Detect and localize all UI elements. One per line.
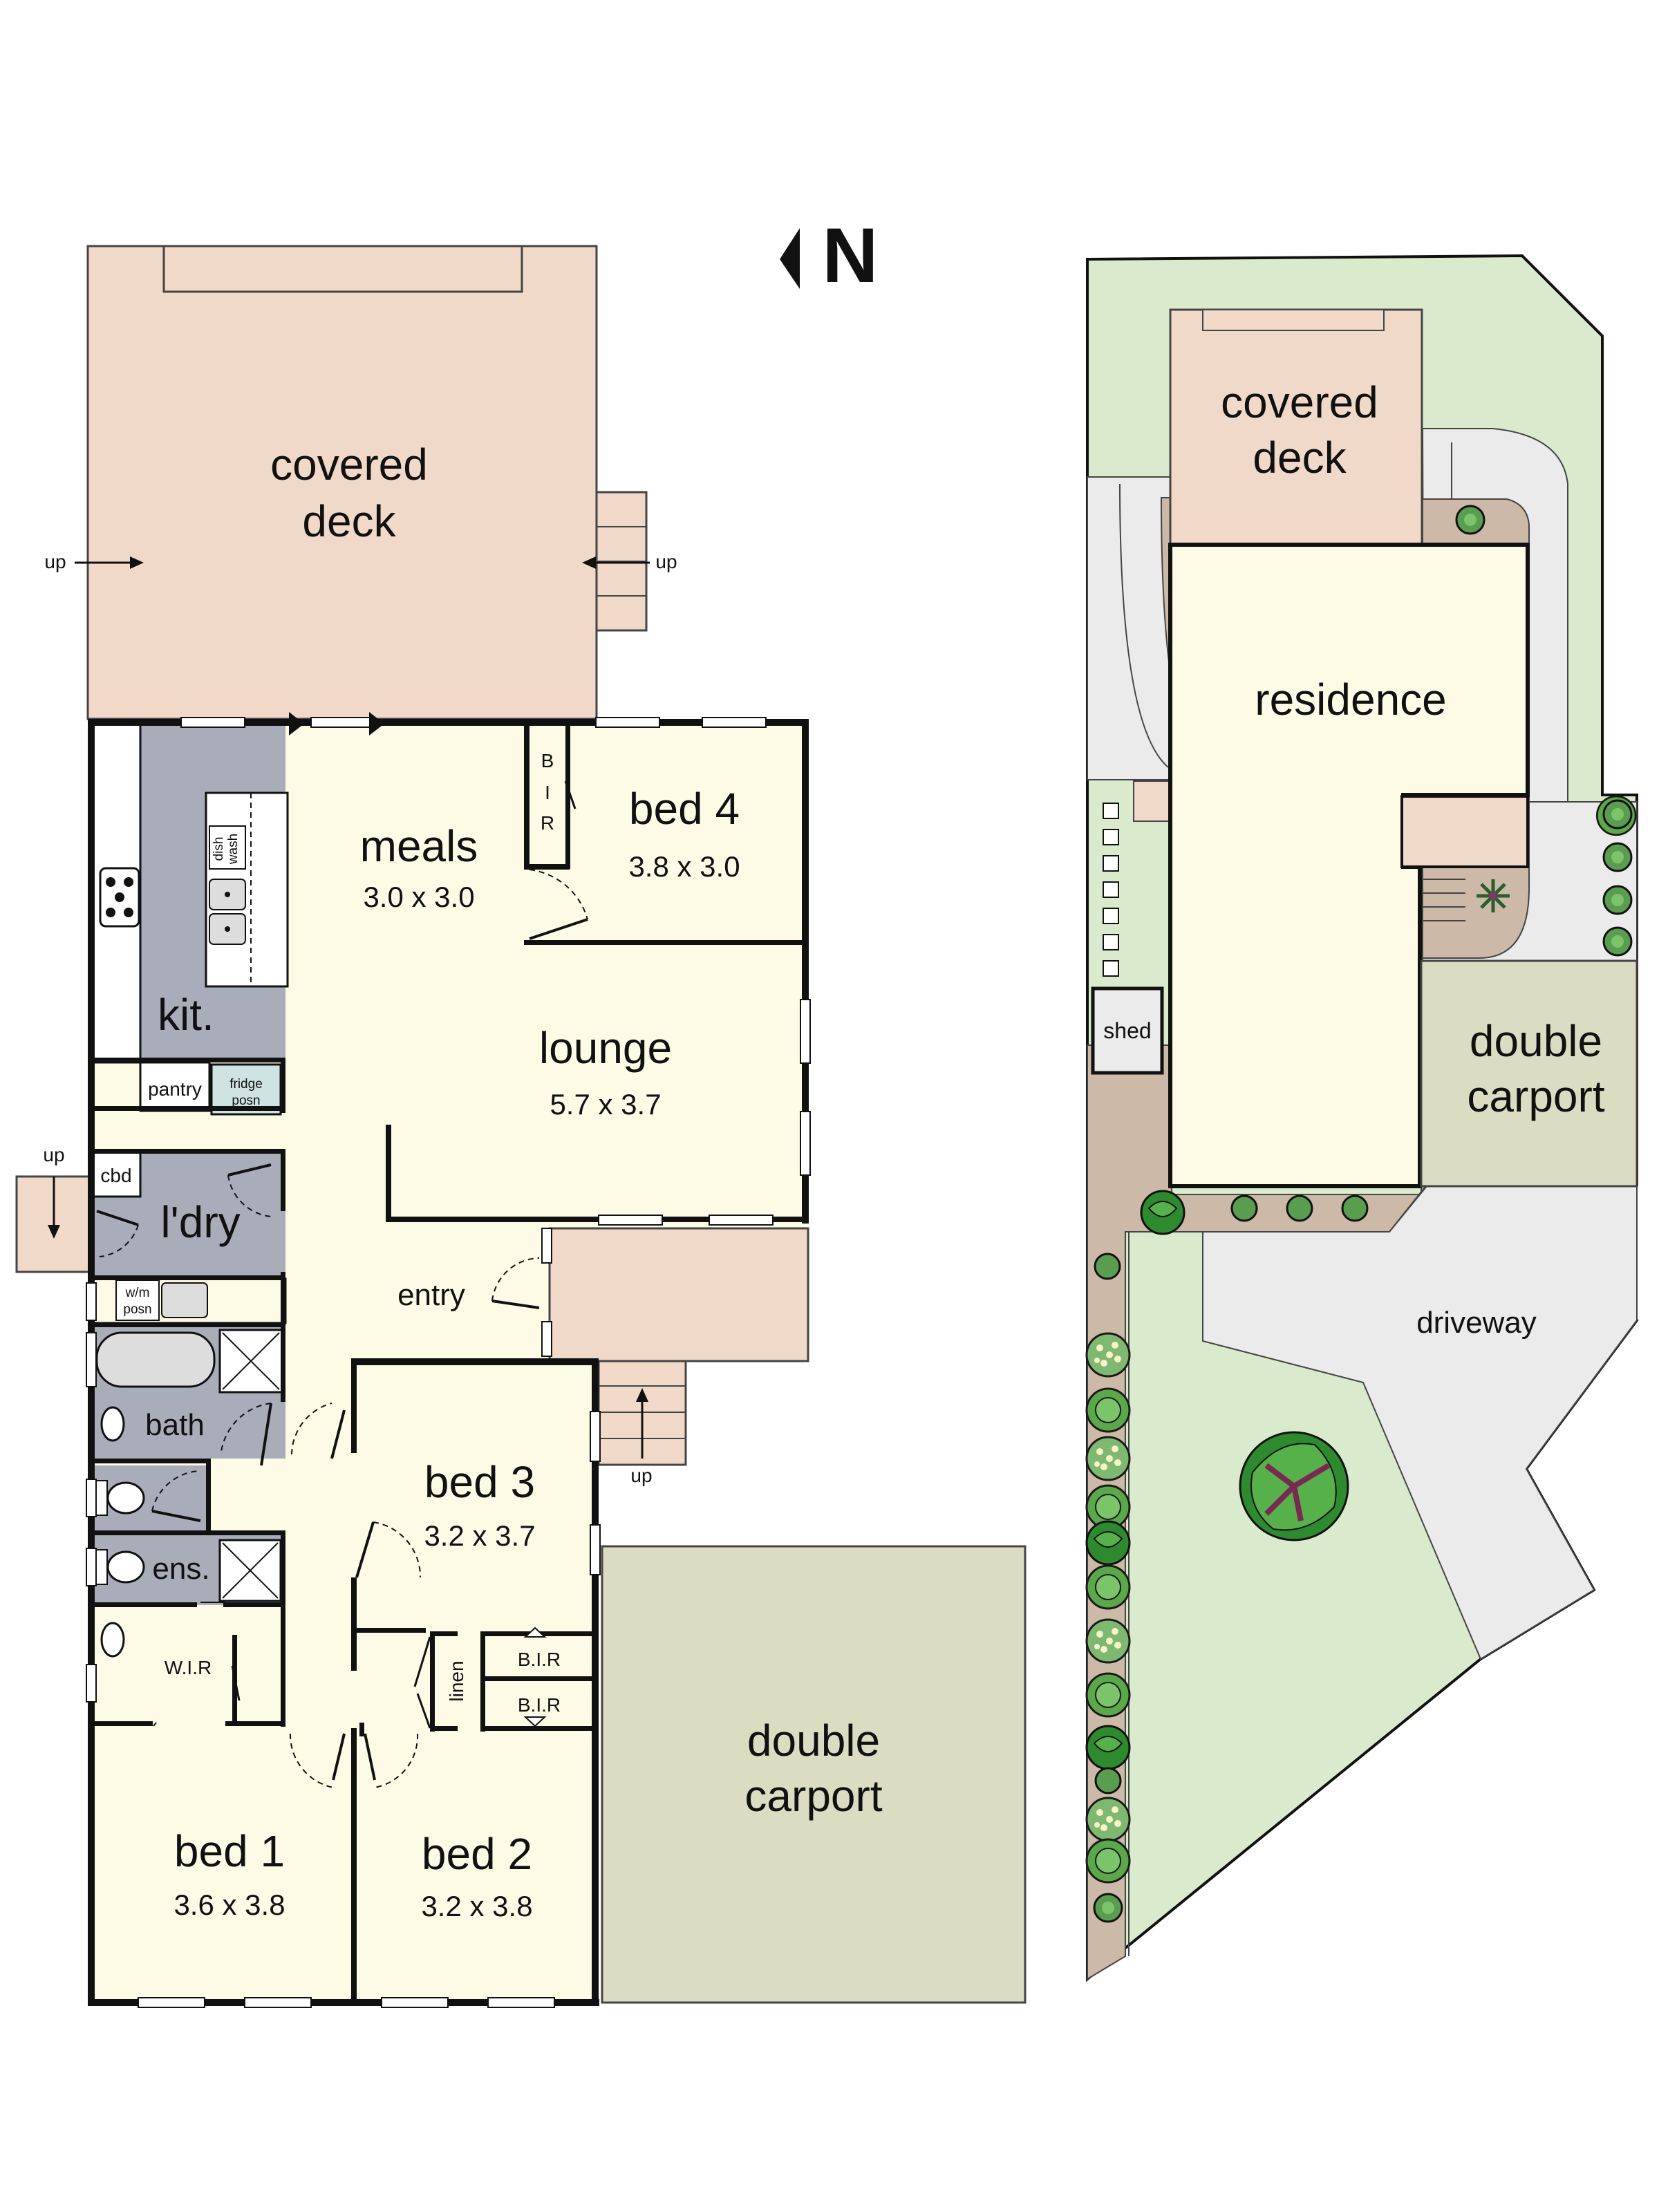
wm-label-2: posn [123,1302,151,1317]
entry-up-label: up [630,1465,652,1486]
shed-label: shed [1103,1018,1151,1043]
up-arrow-icon [130,556,144,569]
lounge-label: lounge [539,1023,672,1073]
deck-up-right-label: up [655,551,677,572]
carport-label-1: double [747,1716,880,1765]
washing-machine-position [115,1280,160,1321]
fridge-label-2: posn [232,1094,260,1108]
north-compass: N [780,212,878,299]
cooktop-icon [99,867,140,928]
laundry-up-label: up [43,1144,64,1165]
shed [1091,986,1164,1075]
site-carport-label-1: double [1470,1016,1602,1066]
fridge-label-1: fridge [229,1077,263,1091]
bed4-label: bed 4 [629,784,740,834]
toilet-icon [91,1549,145,1585]
dishwash-label-2: wash [226,834,241,865]
bir-bed2-label: B.I.R [518,1694,561,1716]
driveway-label: driveway [1416,1306,1537,1340]
paving-north [1087,476,1171,780]
site-entry-steps [1423,879,1465,921]
cbd-label: cbd [100,1165,131,1186]
dishwasher-icon [209,825,246,870]
covered-deck: covered deck up up [44,245,677,720]
toilet-icon [91,1480,145,1516]
site-covered-deck-label-2: deck [1253,433,1347,482]
shrub-icon [1341,1194,1369,1222]
bed3-label: bed 3 [424,1457,535,1507]
site-entry-porch [1400,795,1529,868]
laundry-label: l'dry [160,1197,240,1247]
entry-porch [548,1227,809,1362]
basin-icon [100,1406,125,1442]
bir-bed3-label: B.I.R [518,1649,561,1670]
meals-dimensions: 3.0 x 3.0 [363,881,474,913]
bed2-dimensions: 3.2 x 3.8 [421,1890,532,1922]
plants [1085,505,1637,1923]
bir-bed4-label-i: I [545,782,550,803]
shrub-icon [1230,1194,1258,1222]
covered-deck-area [86,245,598,720]
covered-deck-label-1: covered [270,440,428,489]
bathtub-icon [95,1331,216,1388]
deck-bench [162,245,523,293]
north-arrow-icon [780,228,800,289]
entry-label: entry [397,1278,465,1312]
floor-plan: covered deck up up dish wash [15,245,1027,2008]
ensuite-label: ens. [152,1552,209,1586]
sink-icon [209,879,246,945]
residence-label: residence [1255,675,1447,724]
stepping-stones [1103,803,1119,977]
double-carport [601,1545,1027,2004]
site-double-carport [1420,959,1638,1188]
tree-icon [1239,1431,1349,1541]
shrub-icon [1094,1767,1122,1794]
carport-label-2: carport [744,1771,882,1821]
bed2-label: bed 2 [422,1829,532,1879]
entry-step-pad [1133,780,1170,822]
palm-icon [1477,879,1510,912]
kitchen-label: kit. [158,990,214,1040]
pantry-label: pantry [148,1078,202,1100]
site-covered-deck [1169,308,1423,546]
lounge-dimensions: 5.7 x 3.7 [550,1088,661,1121]
up-arrow-icon [636,1388,648,1402]
site-carport-label-2: carport [1467,1071,1604,1121]
windows [86,717,811,2008]
bir-bed4-label-b: B [541,750,554,771]
bed1-label: bed 1 [174,1826,285,1876]
pantry [139,1061,211,1112]
shrub-icon [1286,1194,1313,1222]
deck-up-left-label: up [44,551,66,572]
shrub-icon [1094,1253,1121,1280]
bed4-dimensions: 3.8 x 3.0 [628,850,740,883]
bir-bed4-label-r: R [541,812,554,834]
up-arrow-icon [48,1225,60,1239]
linen-label: linen [446,1660,467,1701]
dishwash-label-1: dish [212,837,226,861]
bed3-dimensions: 3.2 x 3.7 [424,1519,535,1552]
doors [96,712,588,1788]
wm-label-1: w/m [125,1286,150,1300]
bed1-dimensions: 3.6 x 3.8 [174,1888,285,1921]
covered-deck-label-2: deck [302,496,396,546]
wir-label: W.I.R [165,1657,212,1678]
site-covered-deck-label-1: covered [1221,377,1378,427]
walls [88,719,809,2006]
bath-label: bath [145,1408,205,1442]
up-arrow-icon [582,556,596,569]
driveway [1202,1185,1638,1660]
north-label: N [823,212,879,299]
basin-icon [100,1622,125,1658]
laundry-tub-icon [161,1282,208,1318]
site-plan: driveway shed covered deck residence [1085,254,1639,1983]
meals-label: meals [360,821,478,871]
